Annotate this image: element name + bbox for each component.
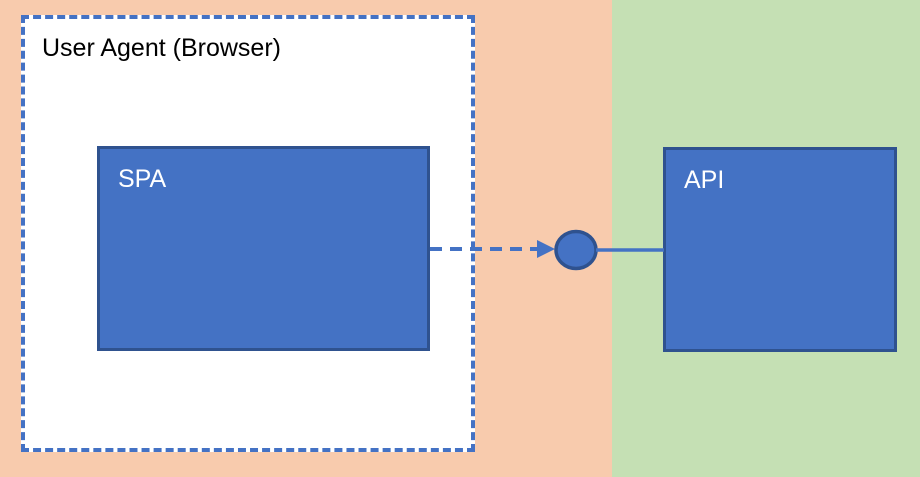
api-node-label: API (684, 166, 725, 194)
spa-node[interactable]: SPA (97, 146, 430, 351)
user-agent-frame-label: User Agent (Browser) (42, 34, 281, 62)
api-node[interactable]: API (663, 147, 897, 352)
spa-node-label: SPA (118, 165, 167, 193)
